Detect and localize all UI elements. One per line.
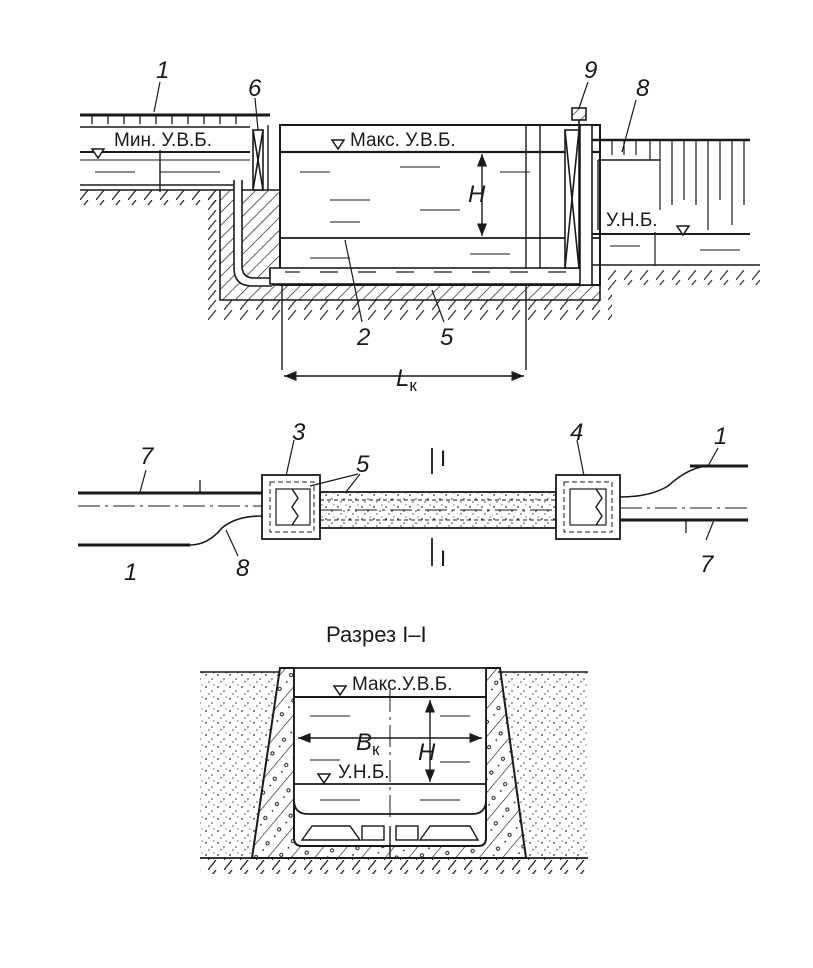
- section-mark-top: I: [440, 446, 446, 471]
- upper-gate: [252, 129, 264, 191]
- section-head-label: H: [418, 739, 436, 766]
- chamber-water: [280, 150, 600, 259]
- section-soil-left: [200, 672, 280, 858]
- section-unb-level-marker-icon: [316, 773, 332, 785]
- chamber-plan: [319, 491, 557, 529]
- min-level-marker-icon: [90, 148, 106, 160]
- filling-culvert: [234, 180, 272, 286]
- label-6: 6: [248, 75, 262, 102]
- head-label: H: [468, 181, 486, 208]
- label-1-right: 1: [714, 423, 727, 450]
- lower-head-plan: [555, 474, 621, 540]
- section-max-level-marker-icon: [332, 685, 348, 697]
- foundation-soil: [205, 195, 760, 320]
- bk-main: B: [356, 729, 372, 756]
- section-title: Разрез I–I: [326, 622, 427, 647]
- downstream-channel: [619, 464, 748, 533]
- upstream-channel: [78, 480, 263, 547]
- unb-level-marker-icon: [675, 225, 691, 237]
- section-max-level-label: Макс.У.В.Б.: [352, 674, 452, 695]
- cross-section-view: Разрез I–I: [200, 622, 588, 874]
- plan-view: 7 1 8 3 5 4 1 7 I I: [78, 419, 748, 586]
- upstream-ground: [80, 113, 270, 128]
- section-mark-bottom: I: [440, 546, 446, 571]
- section-lower-level-label: У.Н.Б.: [338, 762, 390, 783]
- floor-gallery: [269, 267, 591, 285]
- label-7-right: 7: [700, 551, 715, 578]
- label-4: 4: [570, 419, 583, 446]
- downstream-water: [592, 232, 760, 266]
- label-1-left: 1: [124, 559, 137, 586]
- label-5-plan: 5: [356, 451, 370, 478]
- label-8: 8: [636, 75, 650, 102]
- upstream-soil: [80, 190, 220, 205]
- section-galleries: [300, 825, 480, 858]
- chamber-width-label: Bк: [356, 729, 380, 759]
- chamber-length-label: Lк: [396, 365, 417, 395]
- label-5: 5: [440, 324, 454, 351]
- label-3: 3: [292, 419, 306, 446]
- section-base-soil: [200, 858, 588, 874]
- label-9: 9: [584, 57, 597, 84]
- bk-sub: к: [372, 740, 380, 759]
- label-2: 2: [356, 324, 370, 351]
- downstream-ground: [592, 138, 750, 230]
- upstream-water: [80, 150, 250, 192]
- label-7-left: 7: [140, 443, 155, 470]
- label-1: 1: [156, 57, 169, 84]
- min-upper-level-label: Мин. У.В.Б.: [114, 130, 212, 151]
- lock-structure: [220, 125, 280, 190]
- lk-main: L: [396, 365, 409, 392]
- profile-view: 1 6 9 8 2 5 Мин. У.В.Б. Макс. У.В.Б. У.Н…: [80, 57, 760, 395]
- lower-gate: [564, 107, 587, 269]
- lower-level-label: У.Н.Б.: [606, 210, 658, 231]
- section-water: [294, 690, 486, 820]
- lk-sub: к: [409, 376, 417, 395]
- max-level-marker-icon: [330, 139, 346, 151]
- upper-head-plan: [261, 474, 321, 540]
- max-upper-level-label: Макс. У.В.Б.: [350, 130, 456, 151]
- label-8-plan: 8: [236, 555, 250, 582]
- lower-head: [579, 124, 593, 286]
